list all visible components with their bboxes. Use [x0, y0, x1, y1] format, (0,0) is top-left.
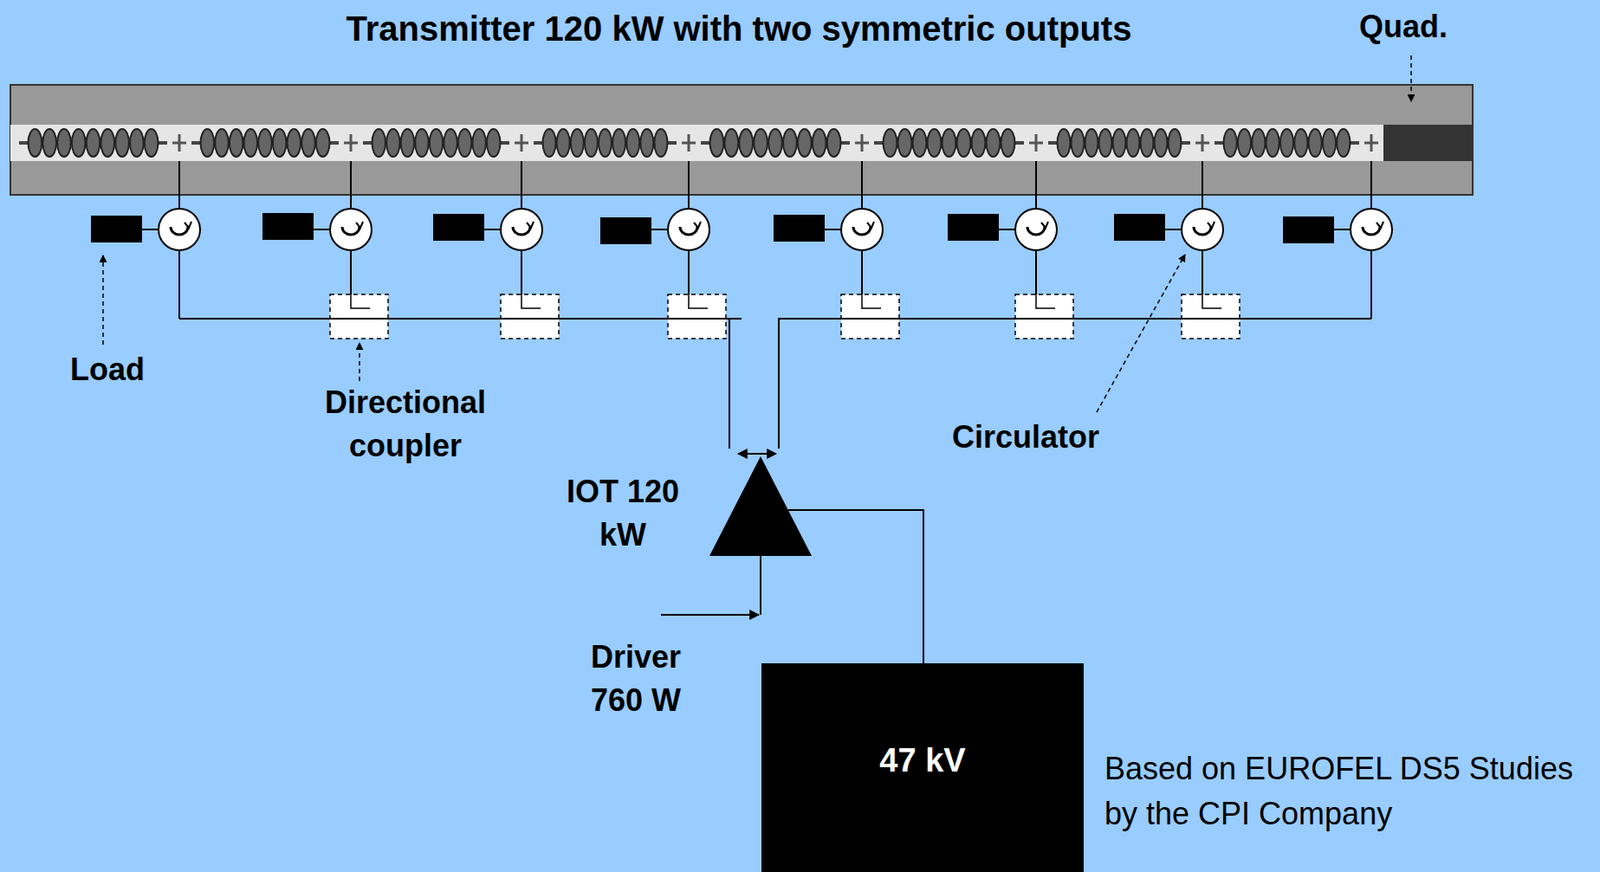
source-note: Based on EUROFEL DS5 Studies by the CPI … — [1104, 746, 1590, 837]
driver-label: Driver 760 W — [562, 635, 710, 722]
cavity-cells — [19, 129, 1379, 157]
circulator-label: Circulator — [913, 415, 1139, 460]
rf-distribution — [91, 161, 1393, 339]
cryomodule — [10, 84, 1473, 195]
power-supply-box: 47 kV — [761, 663, 1084, 872]
coupler-label: Directional coupler — [292, 381, 519, 467]
voltage-label: 47 kV — [879, 738, 966, 784]
feed-lines — [179, 318, 1372, 616]
iot-amplifier: IOT 120 kW — [709, 456, 812, 557]
quadrupole — [1383, 124, 1473, 162]
beam-strip — [10, 124, 1384, 162]
quad-label: Quad. — [1338, 5, 1469, 49]
iot-triangle — [709, 456, 812, 557]
load-label: Load — [42, 348, 173, 392]
leader-lines — [103, 55, 1412, 413]
iot-label: IOT 120 kW — [553, 470, 693, 557]
power-line — [788, 510, 924, 664]
diagram-title: Transmitter 120 kW with two symmetric ou… — [132, 5, 1346, 53]
